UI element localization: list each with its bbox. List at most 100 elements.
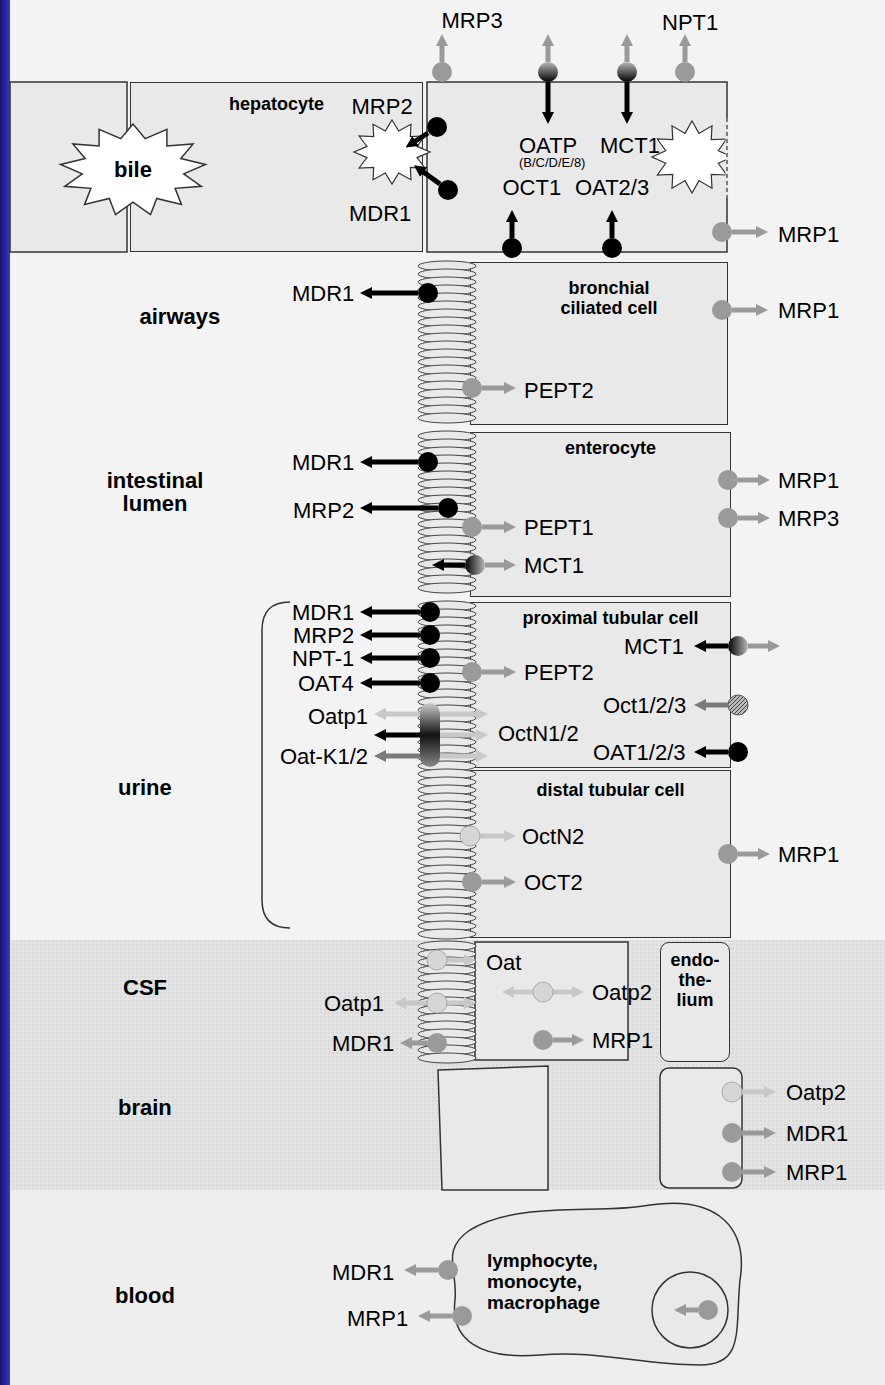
- transporter-symbol: [370, 460, 418, 465]
- transporter-symbol: [438, 498, 458, 518]
- transporter-symbol: [482, 670, 506, 675]
- transporter-symbol: [462, 517, 482, 537]
- transporter-label: MRP2: [293, 624, 354, 647]
- transporter-label: OATP: [519, 134, 577, 157]
- transporter-symbol: [427, 993, 447, 1013]
- transporter-symbol: [482, 525, 506, 530]
- transporter-label: Oatp1: [308, 705, 368, 728]
- transporter-symbol: [447, 958, 466, 963]
- transporter-label: MRP2: [293, 499, 354, 522]
- transporter-symbol: [440, 44, 445, 62]
- transporter-symbol: [533, 982, 553, 1002]
- transporter-symbol: [742, 1090, 766, 1095]
- transporter-symbol: [683, 44, 688, 62]
- transporter-label: PEPT1: [524, 516, 594, 539]
- bile-canaliculus: [354, 118, 732, 198]
- transporter-symbol: [482, 880, 506, 885]
- transporter-symbol: [732, 230, 758, 235]
- transporter-symbol: [370, 681, 420, 686]
- cell-shape: [10, 82, 727, 252]
- endothelium-box: endo- the- lium: [660, 942, 730, 1062]
- transporter-label: PEPT2: [524, 379, 594, 402]
- transporter-symbol: [480, 834, 506, 839]
- region-band: [0, 0, 885, 940]
- transporter-label: MRP2: [352, 95, 413, 118]
- transporter-symbol: [462, 662, 482, 682]
- transporter-symbol: [420, 673, 440, 693]
- transporter-symbol: [553, 990, 574, 995]
- microvillus: [418, 929, 476, 939]
- transporter-label: OCT1: [503, 176, 562, 199]
- transporter-symbol: [370, 656, 420, 661]
- transporter-symbol: [418, 283, 438, 303]
- transporter-label: OAT2/3: [575, 176, 649, 199]
- transporter-symbol: [440, 733, 478, 738]
- cell-box: enterocyte: [470, 432, 731, 597]
- transporter-symbol: [485, 563, 506, 568]
- transporter-symbol: [410, 1041, 427, 1046]
- transporter-symbol: [427, 950, 447, 970]
- microvillus: [418, 583, 476, 593]
- cell-name: proximal tubular cell: [491, 609, 730, 629]
- region-label: CSF: [123, 976, 167, 999]
- transporter-symbol: [738, 852, 760, 857]
- transporter-symbol: [738, 516, 760, 521]
- cell-shape: [660, 1068, 742, 1188]
- region-label: intestinal lumen: [90, 469, 220, 515]
- cell-name: bile: [114, 158, 152, 182]
- transporter-symbol: [533, 1030, 553, 1050]
- transporter-symbol: [370, 506, 438, 511]
- transporter-symbol: [602, 238, 622, 258]
- transporter-label: Oat: [486, 951, 521, 974]
- region-band: [0, 1190, 885, 1385]
- transporter-symbol: [718, 470, 738, 490]
- transporter-symbol: [440, 712, 478, 717]
- transporter-symbol: [728, 695, 748, 715]
- transporter-symbol: [675, 62, 695, 82]
- transporter-label: Oatp1: [324, 992, 384, 1015]
- transporter-label: MRP1: [778, 299, 839, 322]
- region-band: [0, 0, 10, 1385]
- transporter-symbol: [414, 133, 428, 142]
- transporter-label: OctN2: [522, 825, 584, 848]
- transporter-symbol: [625, 44, 630, 62]
- cell-name: bronchial ciliated cell: [544, 279, 674, 319]
- transporter-symbol: [420, 703, 440, 767]
- transporter-label: MRP1: [778, 469, 839, 492]
- transporter-label: Oatp2: [592, 981, 652, 1004]
- cell-shape: [438, 942, 742, 1190]
- transporter-symbol: [462, 872, 482, 892]
- transporter-symbol: [427, 117, 447, 137]
- transporter-symbol: [728, 742, 748, 762]
- transporter-label: (B/C/D/E/8): [519, 156, 585, 170]
- transporter-label: OctN1/2: [498, 722, 579, 745]
- transporter-symbol: [420, 648, 440, 668]
- transporter-label: MRP1: [347, 1307, 408, 1330]
- transporter-symbol: [462, 378, 482, 398]
- transporter-symbol: [404, 1001, 427, 1006]
- microvillus: [418, 1053, 476, 1063]
- transporter-label: NPT-1: [292, 647, 354, 670]
- bile-canaliculus: [652, 121, 727, 193]
- transporter-label: MRP1: [786, 1161, 847, 1184]
- transporter-symbol: [732, 308, 758, 313]
- region-band: [0, 940, 885, 1190]
- transporter-symbol: [384, 754, 420, 759]
- transporter-symbol: [370, 633, 420, 638]
- transporter-symbol: [452, 1306, 472, 1326]
- transporter-symbol: [617, 62, 637, 82]
- leukocyte-blob-outline: [452, 1203, 741, 1365]
- transporter-label: NPT1: [662, 11, 718, 34]
- transporter-label: PEPT2: [524, 661, 594, 684]
- transporter-symbol: [625, 82, 630, 114]
- transporter-label: MDR1: [332, 1261, 394, 1284]
- transporter-label: MCT1: [600, 134, 660, 157]
- transporter-symbol: [546, 44, 551, 62]
- transporter-symbol: [712, 300, 732, 320]
- transporter-label: MRP1: [778, 223, 839, 246]
- cell-name: enterocyte: [491, 439, 730, 459]
- transporter-label: MRP1: [778, 843, 839, 866]
